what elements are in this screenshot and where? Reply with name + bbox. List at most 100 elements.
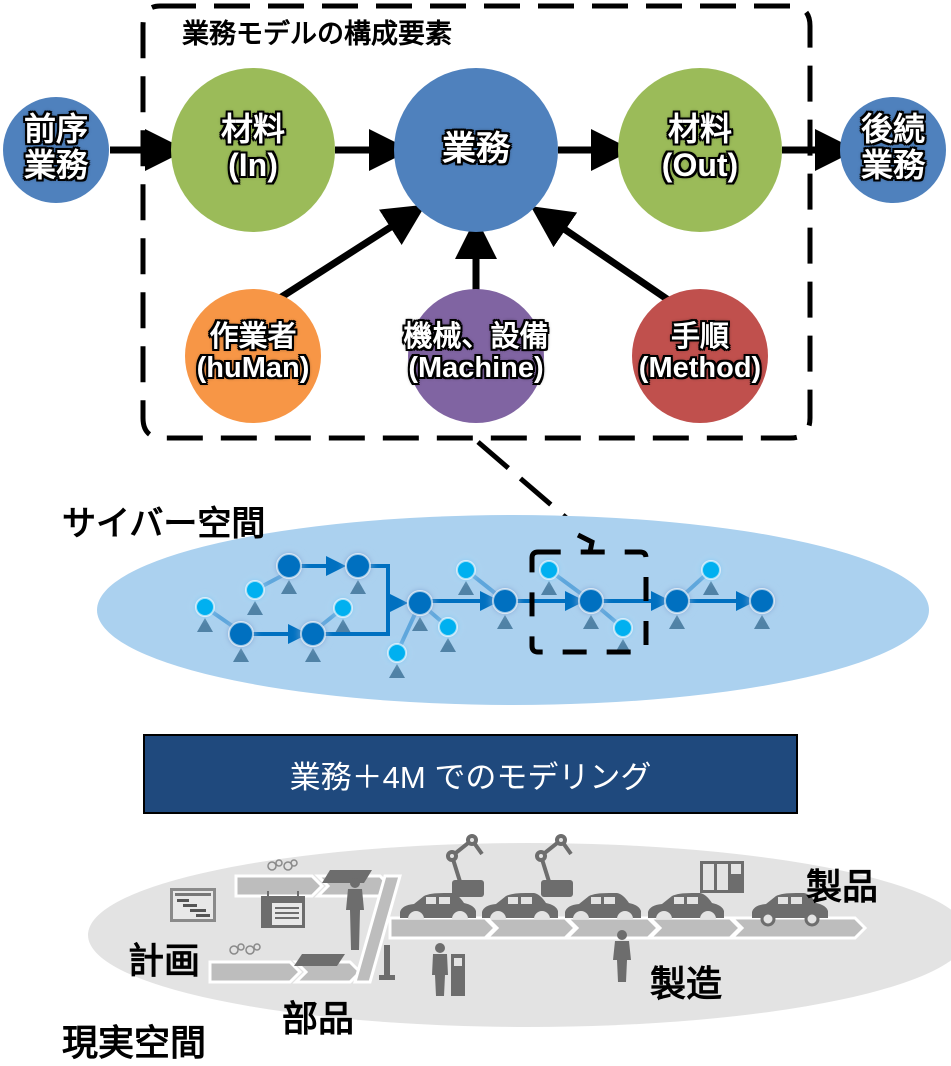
node-human: [185, 289, 321, 423]
node-prev-task-line1: 前序: [23, 110, 88, 148]
task-node: [492, 588, 518, 614]
node-method-label: 手順 (Method): [600, 320, 800, 385]
data-arrow-head: [754, 615, 770, 629]
node-machine-line1: 機械、設備: [403, 319, 549, 353]
task-node: [300, 621, 326, 647]
data-arrow-head: [541, 581, 557, 595]
data-arrow-head: [305, 648, 321, 662]
flow-chevron: [563, 916, 661, 940]
worker-icon: [346, 878, 364, 950]
modeling-banner: 業務＋4M でのモデリング: [143, 734, 798, 814]
node-material-out-line2: (Out): [661, 146, 739, 183]
task-node: [228, 621, 254, 647]
schedule-board-icon: [261, 891, 305, 928]
data-arrow-head: [233, 648, 249, 662]
data-arrow-head: [412, 617, 428, 631]
node-next-task-label: 後続 業務: [843, 110, 943, 184]
node-task-label: 業務: [396, 130, 556, 168]
resource-node: [613, 618, 633, 638]
resource-node: [539, 560, 559, 580]
resource-node: [245, 580, 265, 600]
gantt-chart-icon: [170, 888, 216, 922]
data-arrow-head: [389, 664, 405, 678]
task-node: [345, 553, 371, 579]
node-human-line1: 作業者: [209, 319, 297, 353]
signal-tower-icon: [379, 945, 395, 980]
network-nodes: [195, 553, 775, 663]
cyber-space-label: サイバー空間: [62, 504, 266, 544]
worker-icon: [613, 930, 631, 982]
node-method: [632, 289, 768, 423]
stage-plan-label: 計画: [128, 941, 201, 982]
real-space-flow: [208, 874, 868, 984]
node-prev-task-label: 前序 業務: [6, 110, 106, 184]
node-material-out-label: 材料 (Out): [620, 110, 780, 184]
resource-node: [387, 643, 407, 663]
resource-node: [701, 560, 721, 580]
car-body-icon: [565, 893, 641, 919]
node-material-in-line1: 材料: [220, 110, 285, 148]
node-human-label: 作業者 (huMan): [163, 320, 343, 385]
node-next-task-line1: 後続: [860, 110, 925, 148]
resource-node: [195, 597, 215, 617]
finished-car-icon: [752, 893, 828, 927]
car-body-icon: [482, 893, 558, 919]
resource-node: [333, 598, 353, 618]
task-node: [749, 588, 775, 614]
node-task-line1: 業務: [442, 129, 510, 169]
flow-diagonal: [353, 874, 402, 984]
robot-arm-icon: [446, 834, 484, 889]
node-task: [394, 68, 558, 232]
node-material-in-label: 材料 (In): [173, 110, 333, 184]
part-plate-icon: [322, 870, 372, 883]
flow-chevron: [388, 916, 498, 940]
flow-chevron: [483, 916, 578, 940]
flow-chevron: [292, 960, 363, 984]
stage-manufacture-label: 製造: [650, 964, 723, 1005]
gears-icon: [229, 859, 298, 955]
data-arrow-head: [440, 638, 456, 652]
data-arrow-head: [197, 618, 213, 632]
robot-arm-icon: [535, 834, 573, 889]
model-box-dashed-border: [140, 3, 813, 441]
zoom-connector-arrowhead: [576, 532, 595, 553]
arrow-method-to-task: [530, 206, 688, 315]
resource-node: [438, 617, 458, 637]
data-arrow-head: [247, 601, 263, 615]
node-machine: [408, 289, 544, 423]
upward-data-arrows: [197, 580, 770, 734]
car-body-icon: [648, 893, 724, 919]
flow-chevron: [728, 916, 868, 940]
flow-chevron: [234, 874, 325, 898]
task-node: [664, 588, 690, 614]
robot-base-icon: [541, 880, 573, 897]
node-machine-line2: (Machine): [408, 352, 544, 385]
data-arrow-head: [350, 580, 366, 594]
data-arrow-head: [583, 615, 599, 629]
node-material-out: [618, 68, 782, 232]
data-arrow-head: [703, 581, 719, 595]
node-method-line1: 手順: [670, 319, 729, 353]
stage-product-label: 製品: [806, 867, 879, 908]
model-box-title: 業務モデルの構成要素: [182, 19, 452, 50]
flow-chevron: [208, 960, 303, 984]
node-next-task-line2: 業務: [860, 145, 925, 184]
modeling-banner-label: 業務＋4M でのモデリング: [289, 759, 652, 795]
node-material-out-line1: 材料: [667, 110, 732, 148]
node-next-task: [840, 97, 946, 203]
node-prev-task: [3, 97, 109, 203]
stage-parts-label: 部品: [282, 999, 355, 1040]
node-machine-label: 機械、設備 (Machine): [366, 320, 586, 385]
resource-node: [456, 560, 476, 580]
task-node: [407, 590, 433, 616]
data-arrow-head: [458, 581, 474, 595]
task-node: [578, 588, 604, 614]
node-material-in: [171, 68, 335, 232]
data-arrow-head: [335, 619, 351, 633]
node-prev-task-line2: 業務: [23, 145, 88, 184]
data-arrow-head: [497, 615, 513, 629]
part-plate-icon: [294, 954, 345, 966]
robot-base-icon: [452, 880, 484, 897]
task-node: [276, 553, 302, 579]
